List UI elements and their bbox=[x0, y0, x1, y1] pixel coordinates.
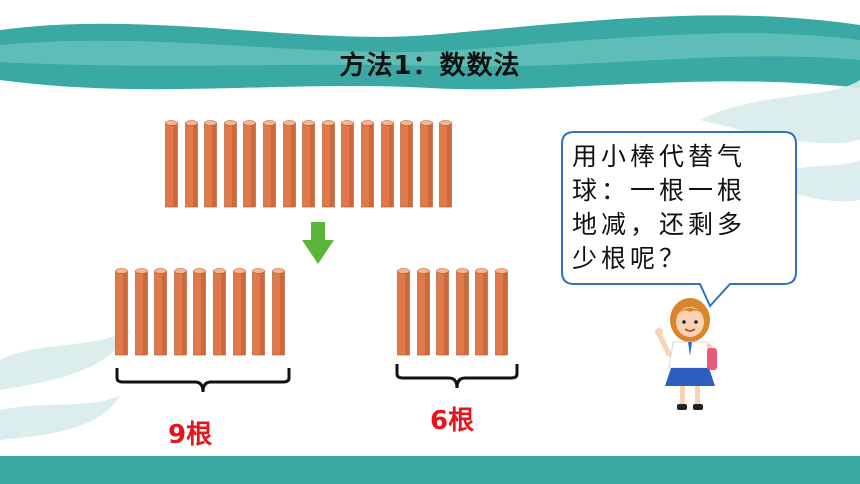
stick bbox=[134, 268, 148, 358]
stick bbox=[282, 120, 296, 210]
stick bbox=[397, 268, 410, 358]
stick bbox=[252, 268, 265, 358]
stick bbox=[232, 268, 246, 358]
stick bbox=[243, 120, 257, 210]
brace-right bbox=[395, 364, 519, 389]
stick bbox=[341, 120, 355, 210]
stick bbox=[173, 268, 187, 358]
speech-bubble bbox=[561, 131, 797, 308]
brace-left bbox=[115, 368, 291, 393]
stick bbox=[495, 268, 508, 358]
speech-line: 用小棒代替气 bbox=[572, 142, 747, 171]
stick bbox=[416, 268, 430, 358]
speech-line: 球：一根一根 bbox=[572, 176, 747, 205]
speech-line: 地减，还剩多 bbox=[572, 210, 747, 239]
stick bbox=[302, 120, 315, 210]
stick bbox=[154, 268, 167, 358]
stick bbox=[213, 268, 226, 358]
stick bbox=[115, 268, 128, 358]
stick bbox=[436, 268, 449, 358]
stick bbox=[204, 120, 217, 210]
stick bbox=[321, 120, 335, 210]
stick bbox=[223, 120, 237, 210]
girl-illustration bbox=[655, 298, 718, 410]
stick bbox=[184, 120, 198, 210]
speech-text: 用小棒代替气 球：一根一根 地减，还剩多 少根呢？ bbox=[572, 140, 792, 276]
left-count-label: 9根 bbox=[168, 420, 213, 450]
stick bbox=[361, 120, 374, 210]
down-arrow-icon bbox=[302, 222, 334, 264]
stick bbox=[475, 268, 489, 358]
stick bbox=[419, 120, 433, 210]
footer-band bbox=[0, 456, 860, 484]
stick bbox=[439, 120, 453, 210]
speech-line: 少根呢？ bbox=[572, 244, 689, 273]
right-count-label: 6根 bbox=[430, 406, 475, 436]
stick bbox=[263, 120, 276, 210]
stick bbox=[380, 120, 394, 210]
stick bbox=[193, 268, 207, 358]
page-title: 方法1：数数法 bbox=[339, 51, 521, 81]
stick bbox=[400, 120, 413, 210]
stick bbox=[271, 268, 285, 358]
stick bbox=[165, 120, 178, 210]
stick bbox=[455, 268, 469, 358]
